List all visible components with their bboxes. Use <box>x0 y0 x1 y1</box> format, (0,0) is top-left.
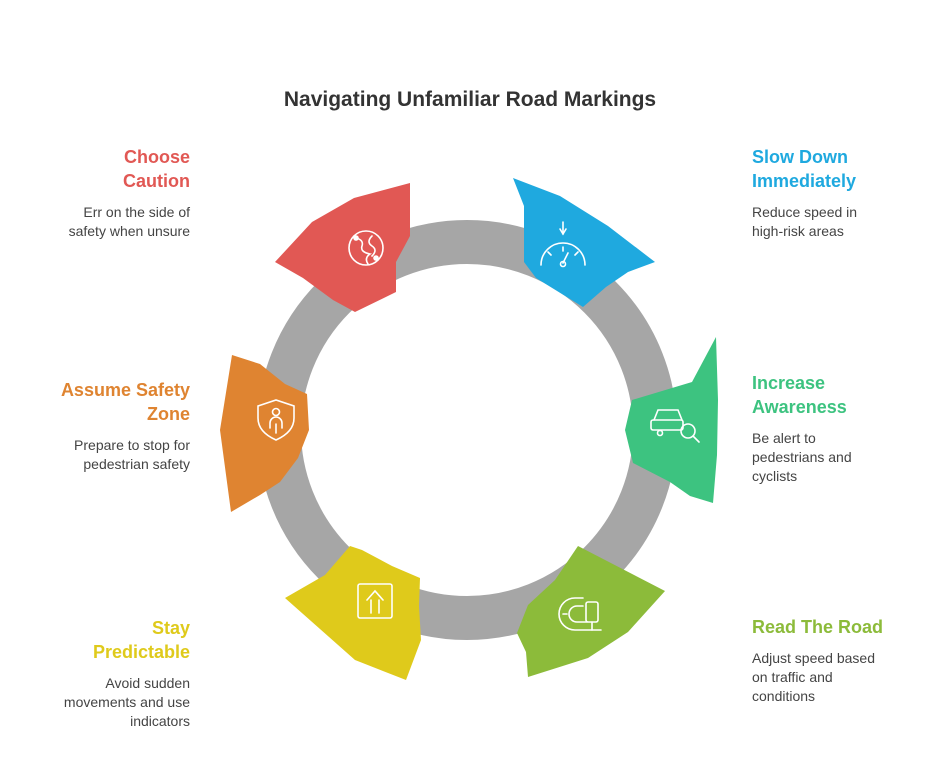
diagram-title: Navigating Unfamiliar Road Markings <box>283 88 657 111</box>
item-choose-caution: Choose Caution Err on the side of safety… <box>10 145 190 241</box>
item-title: Read The Road <box>752 617 884 637</box>
item-title: Stay Predictable <box>92 618 190 662</box>
item-description: Reduce speed in high-risk areas <box>752 204 858 239</box>
item-description: Prepare to stop for pedestrian safety <box>74 437 190 472</box>
segment-slow-down <box>513 178 655 307</box>
item-description: Err on the side of safety when unsure <box>68 204 190 239</box>
segment-stay-predictable <box>285 546 421 680</box>
car-search-icon <box>650 409 700 443</box>
lane-arrow-sign-icon <box>357 583 393 619</box>
item-description: Adjust speed based on traffic and condit… <box>752 650 875 704</box>
winding-road-icon <box>558 597 602 631</box>
item-title: Slow Down Immediately <box>752 147 857 191</box>
item-description: Be alert to pedestrians and cyclists <box>752 430 852 484</box>
item-increase-awareness: Increase Awareness Be alert to pedestria… <box>752 371 932 486</box>
segment-choose-caution <box>275 183 410 312</box>
item-title: Choose Caution <box>123 147 190 191</box>
item-title: Increase Awareness <box>752 373 847 417</box>
speedometer-icon <box>540 221 586 268</box>
item-slow-down: Slow Down Immediately Reduce speed in hi… <box>752 145 932 241</box>
segment-read-the-road <box>517 546 665 677</box>
tangled-path-icon <box>348 230 384 266</box>
item-description: Avoid sudden movements and use indicator… <box>63 675 190 729</box>
item-read-the-road: Read The Road Adjust speed based on traf… <box>752 615 932 706</box>
item-title: Assume Safety Zone <box>60 380 190 424</box>
shield-person-icon <box>257 399 295 441</box>
item-assume-safety-zone: Assume Safety Zone Prepare to stop for p… <box>10 378 190 474</box>
item-stay-predictable: Stay Predictable Avoid sudden movements … <box>10 616 190 731</box>
